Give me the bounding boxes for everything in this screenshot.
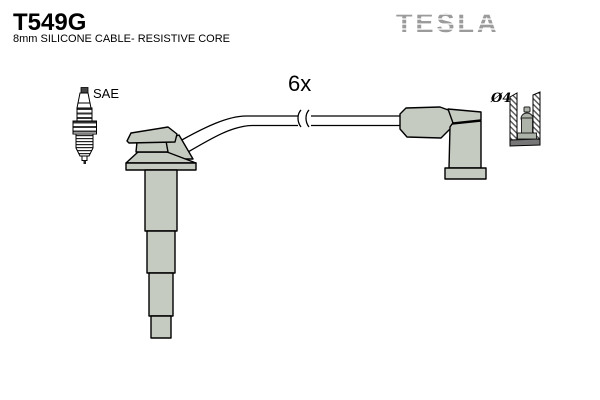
coil-boot-barrel	[399, 106, 456, 139]
boot-shaft-segment	[150, 315, 172, 339]
spark-plug-boot-with-cable-icon	[125, 126, 197, 339]
plug-threads	[75, 133, 94, 157]
boot-shaft-segment	[148, 272, 174, 317]
plug-tip	[81, 155, 88, 161]
coil-boot-top-lip	[447, 108, 482, 124]
boot-shaft-segment	[146, 230, 176, 274]
coil-end-boot-icon	[399, 106, 487, 180]
cross-section-right-wall	[532, 91, 541, 140]
boot-skirt-rim	[125, 162, 197, 171]
product-description-label: 8mm SILICONE CABLE- RESISTIVE CORE	[13, 33, 230, 45]
terminal-cross-section-icon	[509, 91, 541, 147]
cable-break-symbol-icon	[297, 109, 310, 128]
plug-insulator-ribs	[76, 107, 93, 122]
cross-section-bottom	[509, 138, 541, 147]
boot-cap	[126, 126, 178, 144]
terminal-diameter-label: Ø4	[490, 91, 511, 106]
coil-boot-body	[448, 120, 482, 169]
brand-logo: TESLA	[396, 8, 500, 38]
ignition-cable	[179, 109, 401, 153]
plug-hex-shell	[72, 120, 97, 135]
cable-upper-edge	[179, 115, 298, 142]
plug-electrode	[83, 160, 86, 164]
spark-plug-icon	[72, 87, 97, 164]
product-code-label: T549G	[13, 9, 86, 36]
cross-section-left-wall	[509, 92, 518, 141]
plug-insulator	[77, 92, 91, 104]
coil-boot-flange	[444, 167, 487, 180]
plug-insulator-collar	[76, 102, 92, 109]
terminal-base	[517, 132, 537, 140]
sae-label: SAE	[93, 86, 119, 101]
boot-shaft-segment	[144, 169, 178, 232]
cable-lower-edge	[187, 124, 298, 153]
terminal-nub	[523, 106, 531, 113]
quantity-label: 6x	[288, 71, 311, 96]
terminal-body	[521, 117, 533, 135]
plug-terminal-nut	[80, 87, 89, 94]
